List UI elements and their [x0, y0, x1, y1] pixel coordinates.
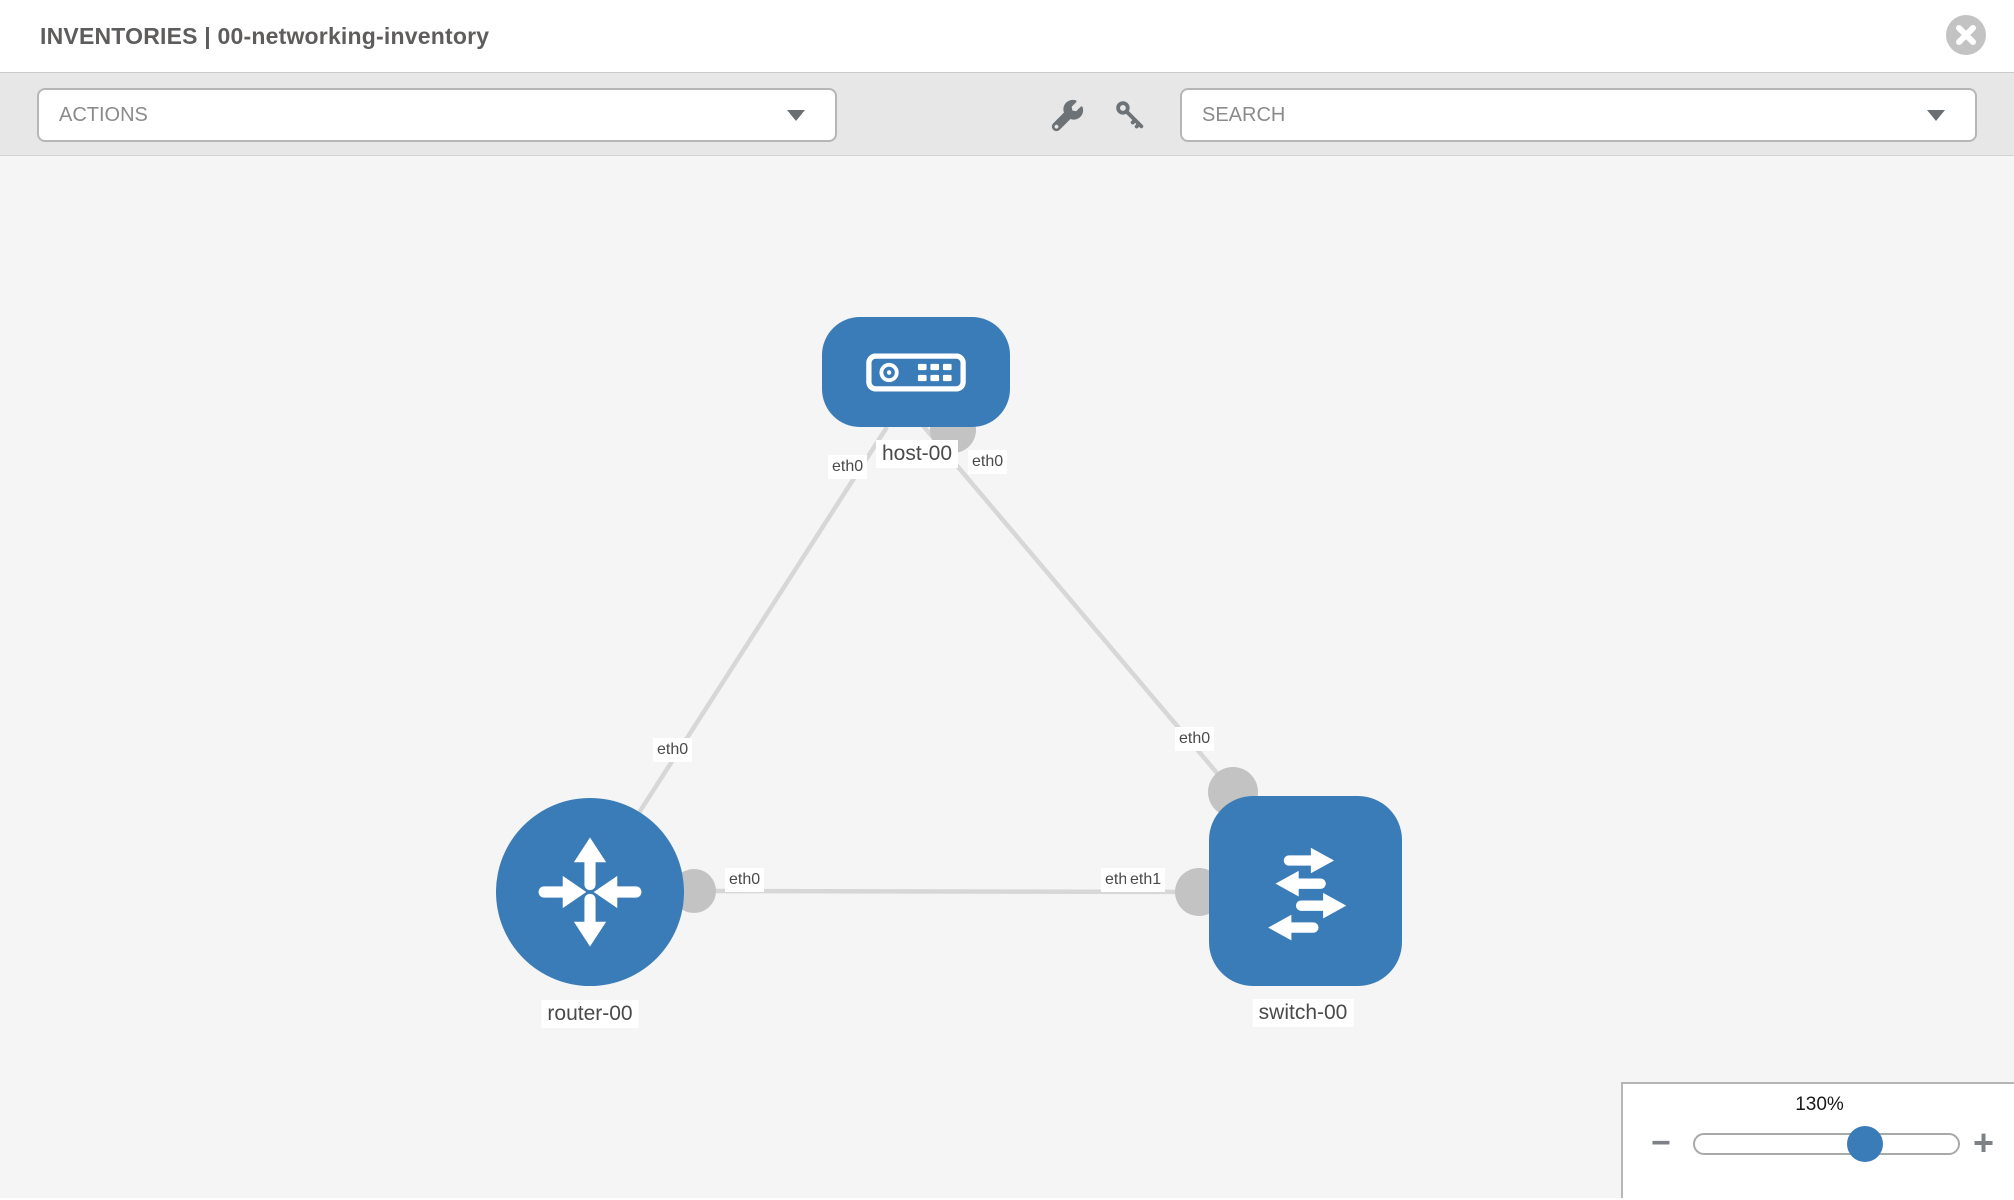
interface-label-switch-eth0-uplink: eth0 — [1175, 727, 1215, 751]
node-host-00[interactable] — [822, 317, 1010, 427]
node-switch-00[interactable] — [1209, 796, 1402, 986]
node-label-host: host-00 — [875, 440, 959, 468]
actions-dropdown[interactable]: ACTIONS — [37, 88, 837, 142]
node-label-switch: switch-00 — [1252, 999, 1354, 1027]
key-icon[interactable] — [1113, 98, 1149, 134]
node-label-router: router-00 — [541, 1000, 639, 1028]
switch-icon — [1267, 847, 1346, 941]
zoom-out-button[interactable]: − — [1651, 1124, 1671, 1162]
interface-label-host-eth0-right: eth0 — [968, 450, 1008, 474]
panel-header: INVENTORIES | 00-networking-inventory — [0, 0, 2014, 72]
zoom-control-panel: 130% − + — [1621, 1082, 2014, 1198]
close-button[interactable] — [1945, 14, 1987, 56]
zoom-slider-thumb[interactable] — [1847, 1126, 1883, 1162]
interface-label-router-eth0-uplink: eth0 — [653, 738, 693, 762]
topology-canvas[interactable]: host-00 router-00 switch-00 eth0 eth0 et… — [0, 156, 2014, 1198]
router-icon — [538, 837, 642, 947]
links-layer — [586, 407, 1258, 916]
zoom-slider-track[interactable] — [1693, 1133, 1960, 1155]
actions-dropdown-label: ACTIONS — [59, 103, 148, 126]
interface-label-router-eth0-lan: eth0 — [725, 868, 765, 892]
interface-label-switch-eth1: eth1 — [1126, 868, 1166, 892]
chevron-down-icon — [1927, 110, 1945, 121]
chevron-down-icon — [787, 110, 805, 121]
interface-label-host-eth0-left: eth0 — [828, 455, 868, 479]
search-dropdown-label: SEARCH — [1202, 103, 1286, 126]
zoom-in-button[interactable]: + — [1973, 1122, 1995, 1163]
host-icon — [866, 353, 966, 391]
toolbar: ACTIONS SEARCH — [0, 72, 2014, 156]
zoom-level-value: 130% — [1795, 1094, 1844, 1115]
page-title: INVENTORIES | 00-networking-inventory — [40, 23, 490, 49]
wrench-icon[interactable] — [1049, 98, 1085, 134]
node-router-00[interactable] — [496, 798, 684, 986]
close-icon — [1946, 15, 1986, 55]
search-dropdown[interactable]: SEARCH — [1180, 88, 1977, 142]
